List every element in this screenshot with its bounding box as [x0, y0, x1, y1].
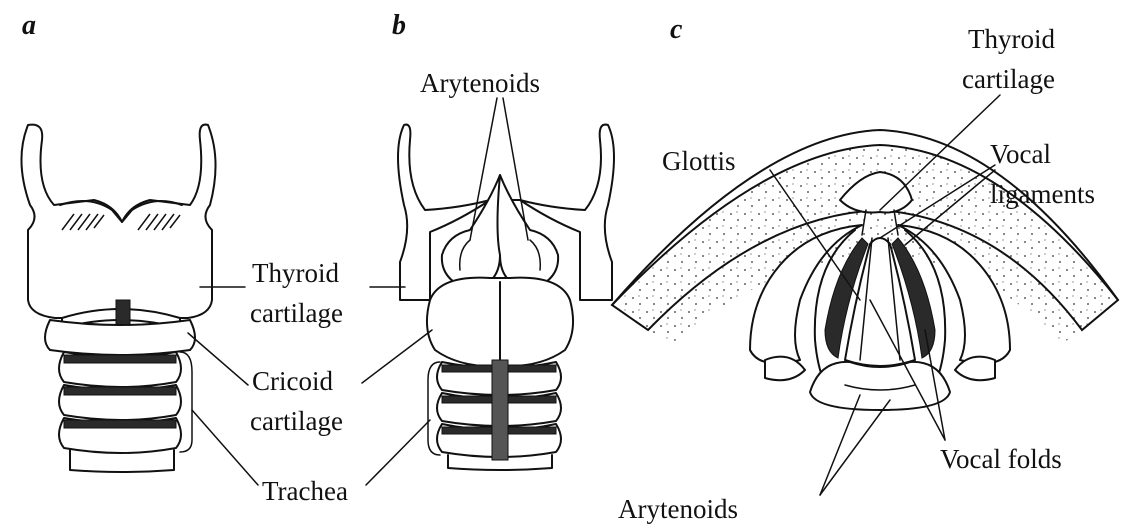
- panel-a-front-view: [21, 125, 215, 472]
- label-arytenoids-b: Arytenoids: [420, 68, 540, 98]
- label-vocal-ligaments-line2: ligaments: [990, 179, 1095, 209]
- panel-b-back-view: [398, 125, 614, 470]
- label-vocal-folds: Vocal folds: [940, 444, 1062, 474]
- arytenoid-right-b: [498, 175, 559, 290]
- label-thyroid-c-line2: cartilage: [962, 64, 1055, 94]
- label-thyroid-ab-line2: cartilage: [250, 298, 343, 328]
- label-vocal-ligaments-line1: Vocal: [990, 139, 1051, 169]
- label-thyroid-ab-line1: Thyroid: [252, 258, 339, 288]
- panel-letter-c: c: [670, 14, 683, 45]
- label-thyroid-c-line1: Thyroid: [968, 24, 1055, 54]
- arytenoids-c: [810, 362, 950, 410]
- label-glottis: Glottis: [662, 146, 736, 176]
- label-cricoid-line1: Cricoid: [252, 366, 333, 396]
- trachea-rings-b: [437, 360, 561, 470]
- label-trachea: Trachea: [262, 476, 348, 506]
- panel-letter-b: b: [392, 10, 406, 41]
- trachea-rings-a: [59, 352, 181, 472]
- panel-letter-a: a: [22, 10, 36, 41]
- cricoid-ring-a: [45, 320, 195, 355]
- thyroid-cartilage-a: [21, 125, 215, 318]
- label-arytenoids-c: Arytenoids: [618, 494, 738, 524]
- label-cricoid-line2: cartilage: [250, 406, 343, 436]
